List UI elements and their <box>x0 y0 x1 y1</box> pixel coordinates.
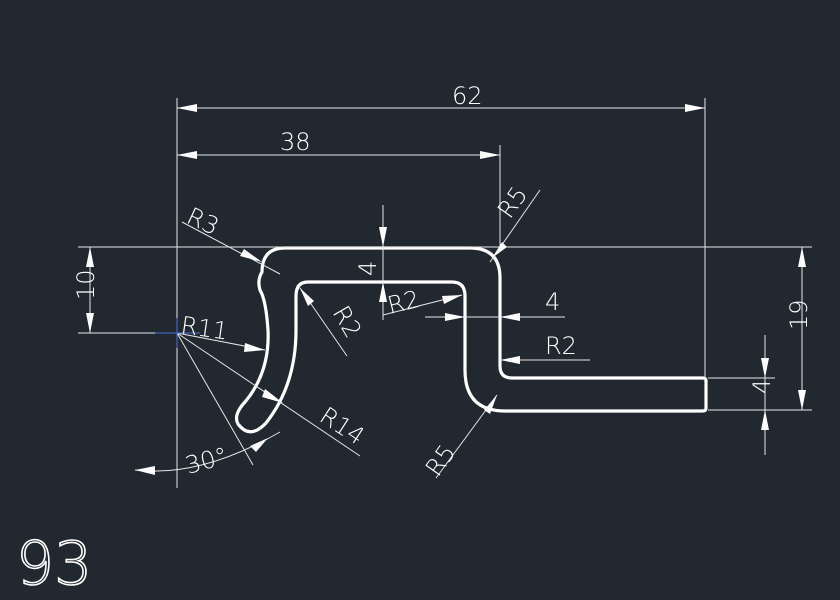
drawing-number: 93 <box>16 529 92 599</box>
dim-19: 19 <box>785 299 813 330</box>
dim-4-top: 4 <box>354 261 382 276</box>
dim-r3: R3 <box>182 202 223 241</box>
dim-r14: R14 <box>315 402 370 451</box>
dim-r2-right: R2 <box>545 332 577 360</box>
dim-r5-bottom: R5 <box>420 439 461 481</box>
dim-62: 62 <box>452 82 483 110</box>
dim-4-flange: 4 <box>748 379 776 394</box>
dim-r5-top: R5 <box>492 181 533 223</box>
dim-r11: R11 <box>179 311 230 345</box>
dim-r2-left: R2 <box>327 301 367 343</box>
dim-38: 38 <box>280 128 311 156</box>
profile-outline <box>234 246 708 434</box>
dim-4-wall: 4 <box>545 288 560 316</box>
dim-r2-top: R2 <box>385 285 423 320</box>
dim-angle-30: 30° <box>182 442 230 480</box>
arrowheads <box>86 104 806 475</box>
dim-10: 10 <box>72 269 100 300</box>
